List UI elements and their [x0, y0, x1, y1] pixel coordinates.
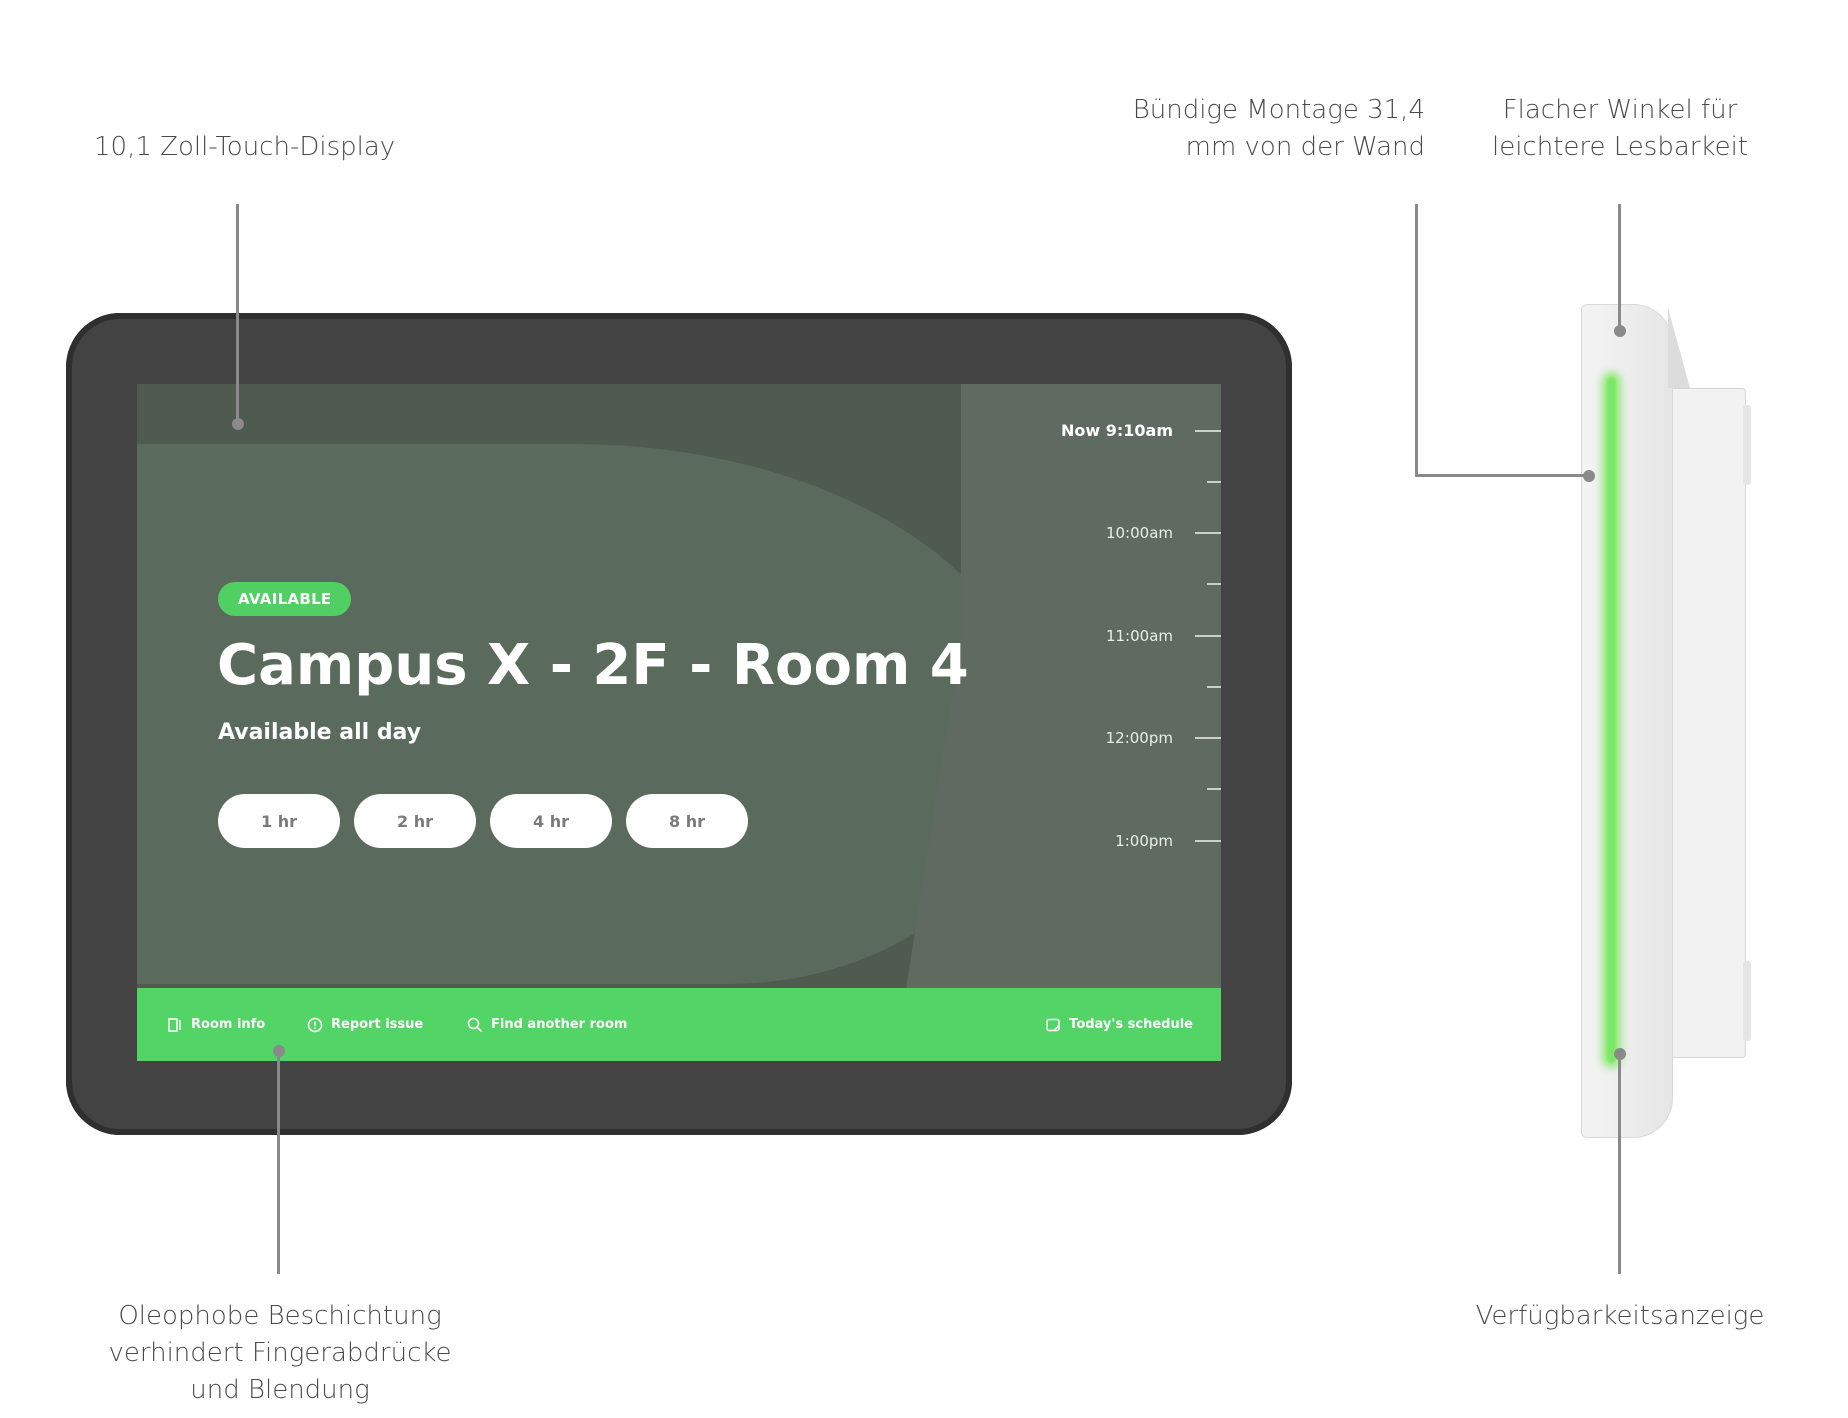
room-info-label: Room info — [191, 1017, 266, 1032]
side-view-mount — [1669, 388, 1751, 1058]
book-2hr-button[interactable]: 2 hr — [354, 794, 476, 848]
callout-coating-line1: Oleophobe Beschichtung — [118, 1301, 442, 1331]
timeline-tick — [1207, 788, 1221, 790]
callout-line-mount-vertical — [1415, 204, 1418, 476]
callout-angle: Flacher Winkel für leichtere Lesbarkeit — [1470, 92, 1770, 166]
callout-line-angle — [1618, 204, 1621, 328]
side-view-angle — [1668, 308, 1690, 388]
find-room-button[interactable]: Find another room — [467, 988, 627, 1061]
book-1hr-button[interactable]: 1 hr — [218, 794, 340, 848]
tablet-front: AVAILABLE Campus X - 2F - Room 4 Availab… — [66, 313, 1292, 1135]
callout-mount: Bündige Montage 31,4 mm von der Wand — [1110, 92, 1425, 166]
todays-schedule-label: Today's schedule — [1069, 1017, 1193, 1032]
timeline-tick — [1195, 737, 1221, 739]
callout-dot-angle — [1614, 325, 1626, 337]
timeline-tick — [1195, 532, 1221, 534]
callout-coating-line3: und Blendung — [190, 1375, 370, 1405]
callout-display: 10,1 Zoll-Touch-Display — [94, 132, 396, 162]
side-view-device — [1581, 304, 1673, 1138]
mount-bracket-bottom — [1743, 961, 1751, 1041]
search-icon — [467, 1017, 483, 1032]
timeline-tick — [1195, 840, 1221, 842]
timeline-tick — [1207, 481, 1221, 483]
background-shape — [137, 444, 1037, 984]
callout-dot-mount — [1583, 470, 1595, 482]
room-info-button[interactable]: Room info — [167, 988, 265, 1061]
timeline-hour-label: 10:00am — [1105, 524, 1173, 542]
duration-buttons: 1 hr 2 hr 4 hr 8 hr — [218, 794, 748, 848]
timeline-hour-label: 1:00pm — [1115, 832, 1173, 850]
report-issue-label: Report issue — [331, 1017, 424, 1032]
todays-schedule-button[interactable]: Today's schedule — [1045, 988, 1193, 1061]
schedule-timeline[interactable]: Now 9:10am 10:00am 11:00am 12:00pm 1:00p… — [1001, 384, 1221, 989]
callout-coating-line2: verhindert Fingerabdrücke — [108, 1338, 452, 1368]
touch-screen: AVAILABLE Campus X - 2F - Room 4 Availab… — [137, 384, 1221, 1061]
callout-dot-coating — [273, 1045, 285, 1057]
callout-indicator: Verfügbarkeitsanzeige — [1475, 1301, 1765, 1331]
timeline-hour-label: 11:00am — [1105, 627, 1173, 645]
timeline-now-label: Now 9:10am — [1061, 421, 1173, 440]
availability-led-bar — [1605, 375, 1618, 1065]
report-issue-button[interactable]: Report issue — [307, 988, 423, 1061]
callout-line-indicator — [1618, 1054, 1621, 1274]
timeline-panel — [961, 384, 1221, 989]
room-title: Campus X - 2F - Room 4 — [217, 633, 969, 698]
callout-line-coating — [277, 1050, 280, 1274]
timeline-tick — [1195, 635, 1221, 637]
alert-circle-icon — [307, 1017, 323, 1032]
callout-dot-display — [232, 418, 244, 430]
book-8hr-button[interactable]: 8 hr — [626, 794, 748, 848]
callout-coating: Oleophobe Beschichtung verhindert Finger… — [105, 1298, 455, 1409]
mount-bracket-top — [1743, 405, 1751, 485]
callout-angle-line2: leichtere Lesbarkeit — [1491, 132, 1749, 162]
find-room-label: Find another room — [491, 1017, 628, 1032]
bottom-action-bar: Room info Report issue Find another room… — [137, 988, 1221, 1061]
door-icon — [168, 1017, 181, 1032]
callout-dot-indicator — [1614, 1048, 1626, 1060]
status-badge: AVAILABLE — [218, 582, 352, 616]
timeline-tick — [1207, 686, 1221, 688]
book-4hr-button[interactable]: 4 hr — [490, 794, 612, 848]
callout-mount-line1: Bündige Montage 31,4 — [1132, 95, 1425, 125]
availability-text: Available all day — [218, 720, 422, 745]
callout-line-mount-horizontal — [1415, 474, 1589, 477]
timeline-hour-label: 12:00pm — [1105, 729, 1173, 747]
timeline-tick — [1207, 583, 1221, 585]
timeline-tick — [1195, 430, 1221, 432]
callout-line-display — [236, 204, 239, 422]
callout-angle-line1: Flacher Winkel für — [1502, 95, 1738, 125]
calendar-icon — [1046, 1018, 1060, 1031]
callout-mount-line2: mm von der Wand — [1185, 132, 1425, 162]
